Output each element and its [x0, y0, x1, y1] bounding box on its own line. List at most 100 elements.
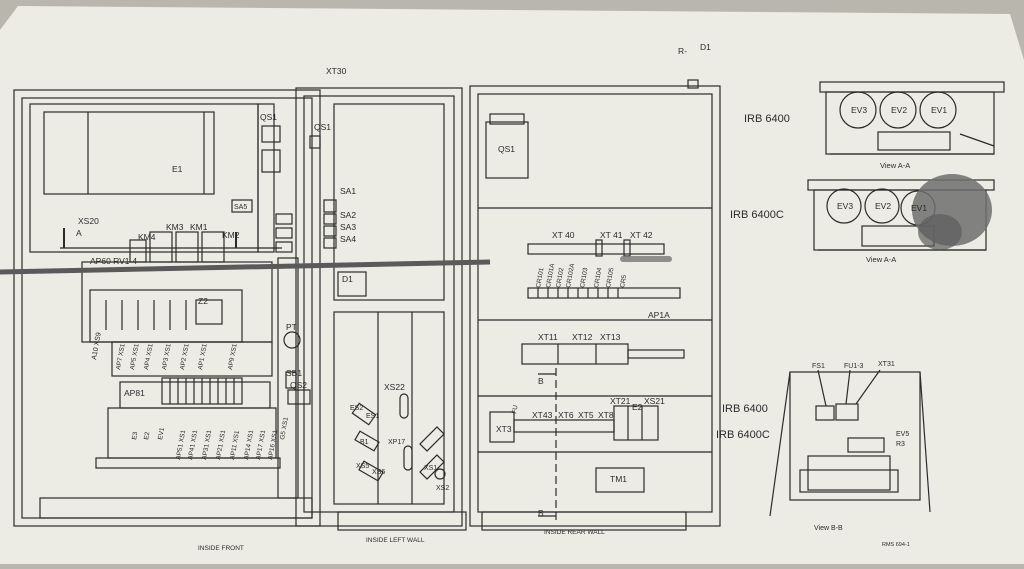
caption-inside-front: INSIDE FRONT [198, 545, 244, 552]
label-d1-left: D1 [342, 274, 353, 284]
label-b-top: B [538, 376, 544, 386]
label-km4: KM4 [138, 232, 156, 242]
label-ap7xs1: AP7 XS1 [115, 343, 127, 371]
label-sa1: SA1 [340, 186, 356, 196]
label-xt3: XT3 [496, 424, 512, 434]
label-ap81: AP81 [124, 388, 145, 398]
label-a-front: A [76, 228, 82, 238]
label-xt11: XT11 [538, 332, 558, 342]
label-ev2-bottom: EV2 [875, 201, 891, 211]
label-view-aa-bottom: View A-A [866, 255, 896, 264]
label-xt41: XT 41 [600, 230, 623, 240]
label-xt8: XT8 [598, 410, 614, 420]
label-cr5: CR5 [619, 274, 628, 288]
label-r: R- [678, 46, 687, 56]
label-ev1: EV1 [157, 427, 166, 441]
label-xt6: XT6 [558, 410, 574, 420]
label-qs1-left: QS1 [314, 122, 331, 132]
label-ev5: EV5 [896, 431, 909, 438]
label-cr102: CR102 [555, 267, 565, 289]
label-ap4xs1: AP4 XS1 [143, 343, 155, 371]
label-b-bottom: B [538, 508, 544, 518]
label-b1: B1 [360, 439, 369, 446]
label-sa3: SA3 [340, 222, 356, 232]
label-xs22: XS22 [384, 382, 405, 392]
label-xs5: XS5 [356, 463, 369, 470]
label-cr103: CR103 [579, 267, 589, 289]
label-xt21: XT21 [610, 396, 631, 406]
label-cr105: CR105 [605, 267, 615, 289]
left-wall-panel [295, 87, 467, 531]
label-e2-rear: E2 [632, 402, 643, 412]
label-es2: ES2 [350, 405, 363, 412]
label-irb-6400c-a: IRB 6400C [730, 209, 784, 221]
label-d1-rear: D1 [700, 42, 711, 52]
label-xt43: XT43 [532, 410, 553, 420]
label-sb1: SB1 [286, 368, 302, 378]
smudge-mark [620, 256, 672, 262]
label-ev2-top: EV2 [891, 105, 907, 115]
caption-inside-rear-wall: INSIDE REAR WALL [544, 529, 605, 536]
paper-sheet [0, 6, 1024, 564]
label-ap60: AP60 RV1-4 [90, 256, 137, 266]
view-bb [769, 369, 931, 517]
label-z2: Z2 [198, 296, 208, 306]
label-xt42: XT 42 [630, 230, 653, 240]
label-xs2: XS2 [436, 485, 449, 492]
label-sa4: SA4 [340, 234, 356, 244]
label-r3: R3 [896, 441, 905, 448]
paper-crease [0, 259, 491, 275]
label-xp17: XP17 [388, 439, 405, 446]
label-e3: E3 [131, 431, 139, 440]
label-qs1: QS1 [260, 112, 277, 122]
label-ap1xs1: AP1 XS1 [197, 343, 209, 371]
label-irb-6400-a: IRB 6400 [744, 113, 790, 125]
label-xt12: XT12 [572, 332, 593, 342]
label-tm1: TM1 [610, 474, 627, 484]
label-fu: FU [511, 404, 519, 414]
label-ap9xs1: AP9 XS1 [227, 343, 239, 371]
label-irb-6400-b: IRB 6400 [722, 403, 768, 415]
label-ap5xs1: AP5 XS1 [129, 343, 141, 371]
label-e2: E2 [143, 431, 151, 440]
label-a10xs9: A10 XS9 [91, 332, 103, 361]
label-fu13: FU1-3 [844, 363, 864, 370]
rear-wall-panel [469, 79, 721, 531]
label-qs1-rear: QS1 [498, 144, 515, 154]
label-xt13: XT13 [600, 332, 621, 342]
label-sa2: SA2 [340, 210, 356, 220]
label-fs1: FS1 [812, 363, 825, 370]
label-km3: KM3 [166, 222, 184, 232]
label-g5xs1: G5 XS1 [279, 416, 290, 440]
label-pt: PT [286, 322, 297, 332]
label-xt5: XT5 [578, 410, 594, 420]
label-cr102a: CR102A [565, 262, 576, 288]
label-irb-6400c-b: IRB 6400C [716, 429, 770, 441]
label-ev1-bottom: EV1 [911, 203, 927, 213]
label-xt40: XT 40 [552, 230, 575, 240]
label-ev3-top: EV3 [851, 105, 867, 115]
label-es1: ES1 [366, 413, 379, 420]
label-e1: E1 [172, 164, 183, 174]
label-km2: KM2 [222, 230, 240, 240]
label-cr104: CR104 [593, 267, 603, 289]
front-panel [13, 89, 321, 527]
label-qs2: QS2 [290, 380, 307, 390]
label-cr101: CR101 [535, 267, 545, 289]
label-xt30: XT30 [326, 66, 347, 76]
label-view-bb: View B-B [814, 525, 843, 532]
label-doc-code: RMS 694-1 [882, 542, 910, 548]
view-aa-top [819, 81, 1005, 155]
label-xs20: XS20 [78, 216, 99, 226]
label-ev3-bottom: EV3 [837, 201, 853, 211]
label-view-aa-top: View A-A [880, 161, 910, 170]
label-xs6: XS6 [372, 469, 385, 476]
label-ap1a: AP1A [648, 310, 670, 320]
caption-inside-left-wall: INSIDE LEFT WALL [366, 537, 425, 544]
label-ap2xs1: AP2 XS1 [179, 343, 191, 371]
label-km1: KM1 [190, 222, 208, 232]
label-xs21: XS21 [644, 396, 665, 406]
label-ap3xs1: AP3 XS1 [161, 343, 173, 371]
